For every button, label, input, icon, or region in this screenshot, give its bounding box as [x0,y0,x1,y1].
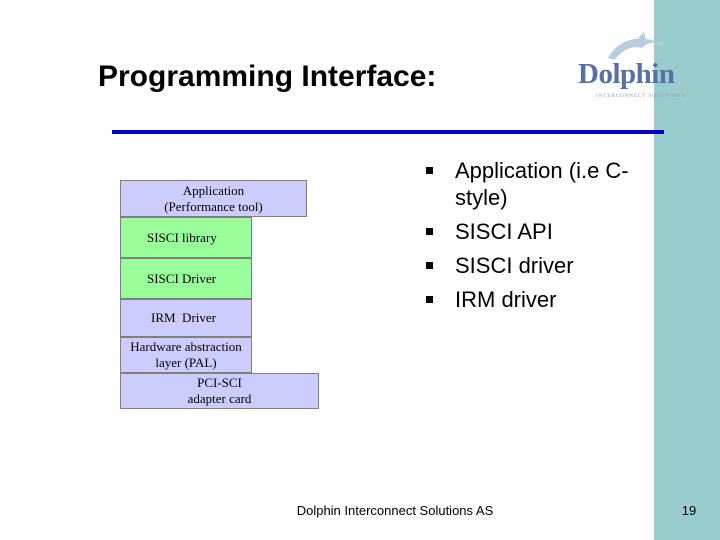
stack-layer-label: SISCI library [147,229,217,245]
bullet-text: IRM driver [455,287,557,312]
bullet-text: Application (i.e C-style) [455,158,629,210]
stack-layer-label: SISCI Driver [147,270,216,286]
logo-tagline: INTERCONNECT SOLUTIONS [596,94,686,99]
stack-layer-pal: Hardware abstraction layer (PAL) [120,337,252,373]
bullet-text: SISCI API [455,219,553,244]
stack-layer-label: IRM Driver [151,310,216,325]
stack-layer-label: Application (Performance tool) [164,182,263,214]
stack-layer-label: Hardware abstraction layer (PAL) [130,339,242,370]
bullet-item: SISCI API [426,218,656,246]
stack-layer-label: PCI-SCI adapter card [187,375,252,406]
bullet-item: Application (i.e C-style) [426,157,656,211]
slide-title: Programming Interface: [98,60,437,93]
page-number: 19 [681,503,697,518]
square-bullet-icon [426,296,433,303]
stack-layer-sisci-driver: SISCI Driver [120,258,252,299]
square-bullet-icon [426,262,433,269]
footer-company: Dolphin Interconnect Solutions AS [296,503,494,518]
dolphin-logo: Dolphin INTERCONNECT SOLUTIONS [574,30,686,112]
decorative-sidebar [654,0,720,540]
square-bullet-icon [426,228,433,235]
logo-wordmark: Dolphin [578,58,675,90]
title-underline [112,130,664,134]
stack-layer-adapter-card: PCI-SCI adapter card [120,373,319,409]
stack-layer-sisci-library: SISCI library [120,217,252,258]
bullet-text: SISCI driver [455,253,574,278]
dolphin-icon [608,32,666,60]
stack-layer-application: Application (Performance tool) [120,180,307,217]
bullet-item: IRM driver [426,286,656,314]
square-bullet-icon [426,167,433,174]
bullet-item: SISCI driver [426,252,656,280]
bullet-list: Application (i.e C-style) SISCI API SISC… [426,157,656,320]
stack-layer-irm-driver: IRM Driver [120,299,252,337]
